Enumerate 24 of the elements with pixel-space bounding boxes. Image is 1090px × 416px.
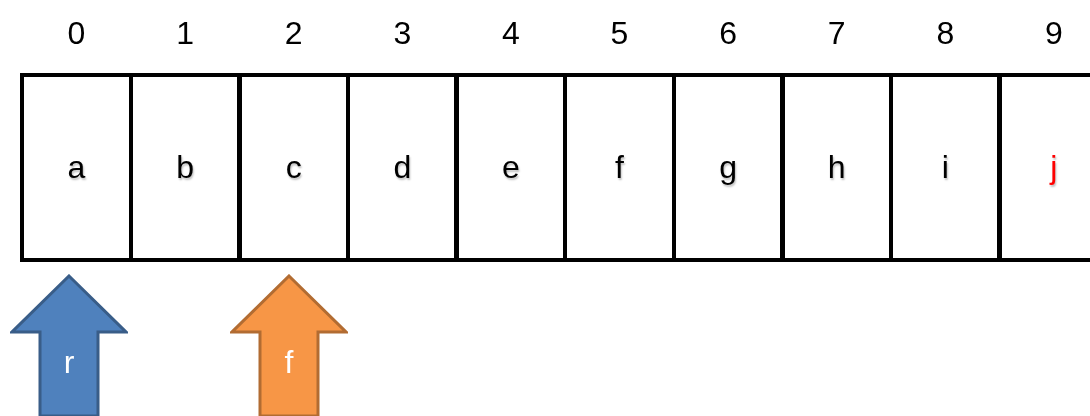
pointer-label: f <box>283 344 295 381</box>
cell-value: i <box>941 149 949 186</box>
cell-value: e <box>502 149 520 186</box>
index-number: 0 <box>66 15 87 52</box>
cell-value: f <box>615 149 624 186</box>
pointer-arrow <box>10 274 128 416</box>
cell-value: a <box>67 149 86 186</box>
index-number: 8 <box>935 15 956 52</box>
cell-value: h <box>827 149 846 186</box>
cell-value: g <box>719 149 737 186</box>
pointer-label: r <box>62 344 76 381</box>
cell-value: d <box>393 149 412 186</box>
cell-value: b <box>176 149 194 186</box>
index-number: 1 <box>175 15 195 52</box>
pointer-arrow <box>230 274 348 416</box>
index-number: 7 <box>826 15 847 52</box>
index-number: 5 <box>609 15 630 52</box>
cell-value: j <box>1050 149 1058 186</box>
index-number: 9 <box>1044 15 1064 52</box>
index-number: 2 <box>283 15 304 52</box>
index-number: 4 <box>501 15 521 52</box>
cell-value: c <box>285 149 302 186</box>
index-number: 6 <box>718 15 738 52</box>
index-number: 3 <box>392 15 413 52</box>
